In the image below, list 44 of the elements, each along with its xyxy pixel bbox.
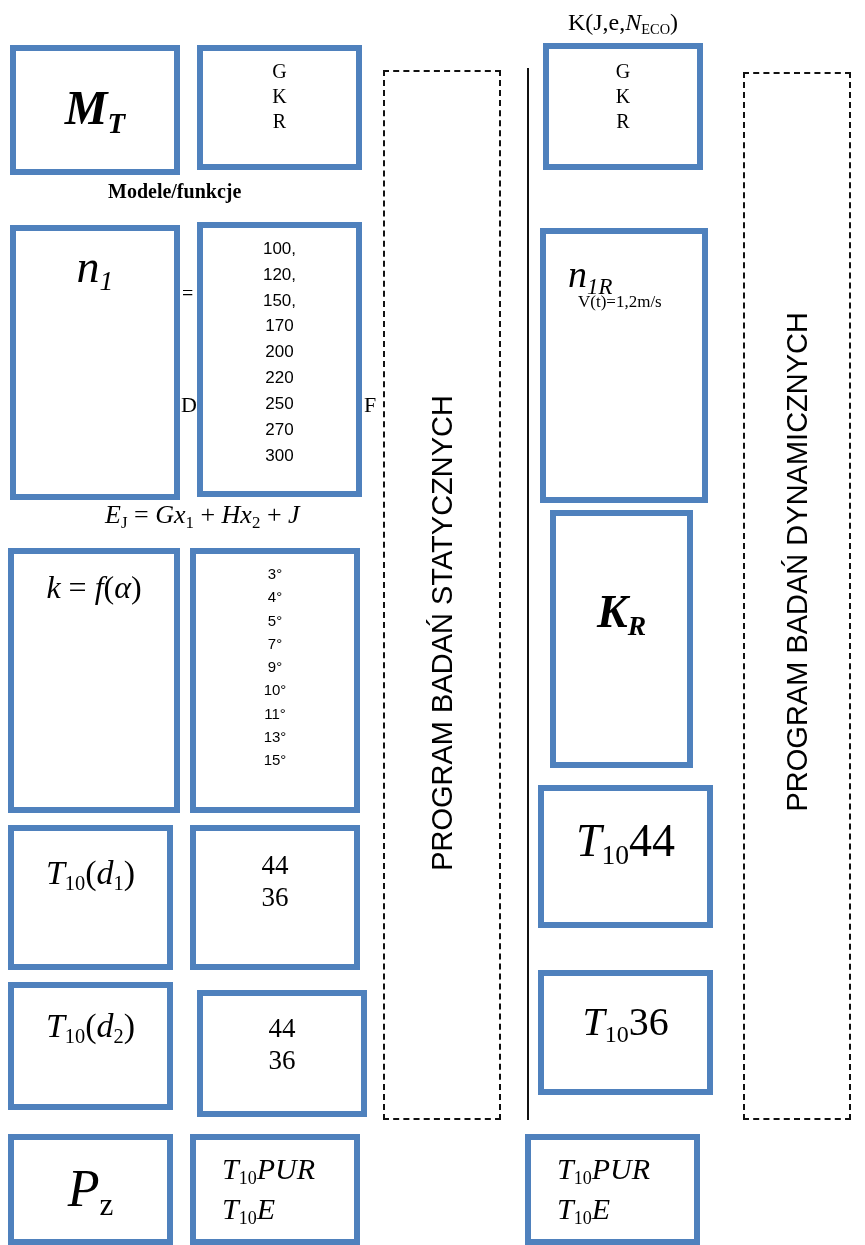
formula-text: = bbox=[182, 282, 194, 305]
parameter-box bbox=[8, 548, 180, 813]
parameter-box bbox=[550, 510, 693, 768]
formula-text: F bbox=[364, 392, 377, 418]
section-caption: Modele/funkcje bbox=[108, 180, 242, 203]
dashed-program-frame bbox=[383, 70, 501, 1120]
vertical-program-label: PROGRAM BADAŃ STATYCZNYCH bbox=[425, 395, 459, 871]
box-text: T$_{10}$44 bbox=[575, 814, 676, 872]
box-text: 44 36 bbox=[261, 849, 289, 914]
parameter-box bbox=[10, 45, 180, 175]
parameter-box bbox=[190, 548, 360, 813]
box-text: K$_{R}$ bbox=[596, 585, 647, 643]
box-heading: K(J,e,N$_{ECO}$) bbox=[567, 8, 679, 39]
parameter-box bbox=[197, 990, 367, 1117]
parameter-box bbox=[538, 970, 713, 1095]
box-text: G K R bbox=[272, 59, 287, 134]
parameter-box bbox=[8, 982, 173, 1110]
parameter-box bbox=[197, 45, 362, 170]
box-text: 44 36 bbox=[268, 1012, 296, 1077]
box-text: k = f(α) bbox=[46, 568, 142, 607]
box-text: 100, 120, 150, 170 200 220 250 270 300 bbox=[262, 238, 297, 467]
formula-text: D bbox=[181, 392, 197, 418]
box-text: M$_{T}$ bbox=[64, 80, 126, 141]
box-text: G K R bbox=[615, 58, 631, 134]
box-text: T$_{10}$36 bbox=[582, 998, 669, 1049]
box-text: T$_{10}$(d$_{1}$) bbox=[45, 853, 136, 896]
parameter-box bbox=[538, 785, 713, 928]
parameter-box bbox=[190, 1134, 360, 1245]
dashed-program-frame bbox=[743, 72, 851, 1120]
box-text: T$_{10}$PUR T$_{10}$E bbox=[557, 1151, 650, 1230]
parameter-box bbox=[525, 1134, 700, 1245]
box-text: n$_{1}$ bbox=[76, 240, 114, 298]
parameter-box bbox=[190, 825, 360, 970]
parameter-box bbox=[540, 228, 708, 503]
parameter-box bbox=[8, 1134, 173, 1245]
box-text: T$_{10}$PUR T$_{10}$E bbox=[222, 1151, 315, 1230]
parameter-box bbox=[8, 825, 173, 970]
box-text: P$_{z}$ bbox=[67, 1159, 114, 1224]
vertical-program-label: PROGRAM BADAŃ DYNAMICZNYCH bbox=[780, 312, 814, 812]
box-text: 3° 4° 5° 7° 9° 10° 11° 13° 15° bbox=[263, 564, 287, 770]
parameter-box bbox=[10, 225, 180, 500]
box-text: T$_{10}$(d$_{2}$) bbox=[45, 1006, 136, 1049]
parameter-box bbox=[197, 222, 362, 497]
formula-text: E$_{J}$ = Gx$_{1}$ + Hx$_{2}$ + J bbox=[105, 500, 300, 534]
